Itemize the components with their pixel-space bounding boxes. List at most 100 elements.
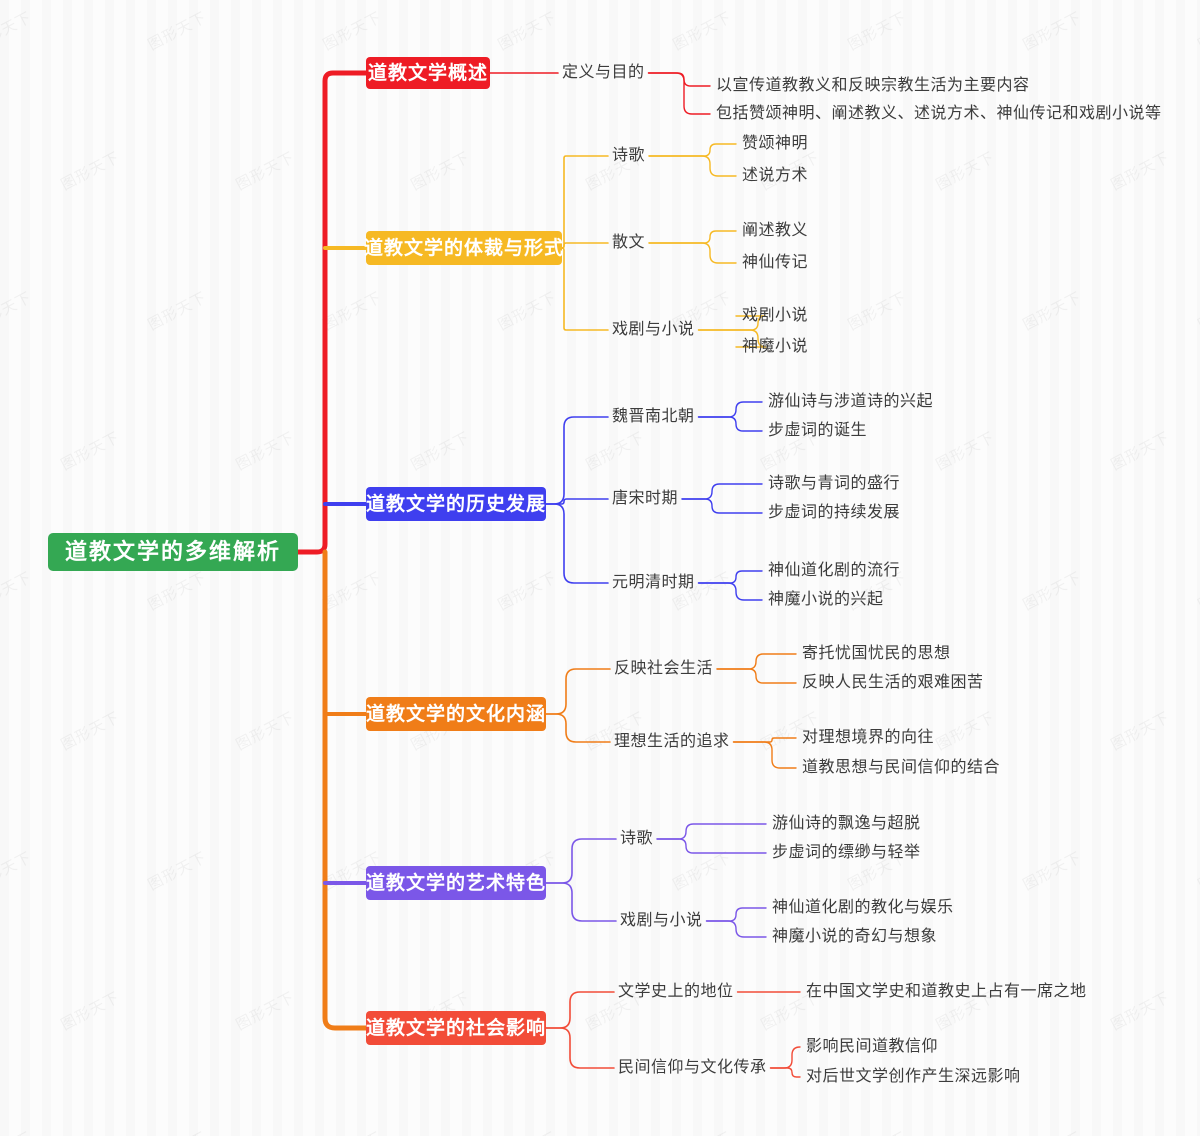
detail-node[interactable]: 神魔小说的奇幻与想象 xyxy=(772,928,938,945)
watermark-text: 图形天下 xyxy=(0,846,35,895)
detail-node[interactable]: 在中国文学史和道教史上占有一席之地 xyxy=(806,983,1087,1000)
detail-node[interactable]: 神仙道化剧的教化与娱乐 xyxy=(772,899,954,916)
connector-line xyxy=(681,498,763,514)
connector-line xyxy=(295,70,369,555)
connector-line xyxy=(561,155,609,249)
watermark-text: 图形天下 xyxy=(407,426,473,475)
watermark-text: 图形天下 xyxy=(144,1126,210,1136)
branch-node-3[interactable]: 道教文学的历史发展 xyxy=(366,487,546,521)
branch-node-1[interactable]: 道教文学概述 xyxy=(366,57,490,89)
connector-line xyxy=(545,503,609,584)
subtopic-node[interactable]: 诗歌 xyxy=(612,147,646,164)
subtopic-node[interactable]: 定义与目的 xyxy=(562,64,645,81)
subtopic-node[interactable]: 元明清时期 xyxy=(612,574,695,591)
watermark-text: 图形天下 xyxy=(494,6,560,55)
watermark-text: 图形天下 xyxy=(319,566,385,615)
connector-line xyxy=(545,1027,615,1069)
watermark-text: 图形天下 xyxy=(1194,6,1200,55)
watermark-text: 图形天下 xyxy=(232,146,298,195)
subtopic-node[interactable]: 戏剧与小说 xyxy=(612,321,695,338)
watermark-text: 图形天下 xyxy=(319,1126,385,1136)
branch-node-4[interactable]: 道教文学的文化内涵 xyxy=(366,697,546,731)
connector-line xyxy=(545,498,609,505)
detail-node[interactable]: 述说方术 xyxy=(742,167,809,184)
detail-node[interactable]: 包括赞颂神明、阐述教义、述说方术、神仙传记和戏剧小说等 xyxy=(716,105,1162,122)
subtopic-node[interactable]: 理想生活的追求 xyxy=(614,733,730,750)
subtopic-node[interactable]: 魏晋南北朝 xyxy=(612,408,695,425)
subtopic-node[interactable]: 诗歌 xyxy=(620,830,654,847)
watermark-text: 图形天下 xyxy=(494,286,560,335)
detail-node[interactable]: 步虚词的持续发展 xyxy=(768,504,901,521)
connector-line xyxy=(561,247,609,331)
watermark-text: 图形天下 xyxy=(1019,1126,1085,1136)
connector-line xyxy=(705,907,767,922)
detail-node[interactable]: 阐述教义 xyxy=(742,222,809,239)
connector-line xyxy=(545,713,611,743)
watermark-text: 图形天下 xyxy=(0,1126,35,1136)
detail-node[interactable]: 诗歌与青词的盛行 xyxy=(768,475,901,492)
detail-node[interactable]: 游仙诗与涉道诗的兴起 xyxy=(768,393,934,410)
detail-node[interactable]: 步虚词的缥缈与轻举 xyxy=(772,844,921,861)
connector-line xyxy=(697,401,763,418)
connector-line xyxy=(697,416,763,432)
connector-line xyxy=(656,823,767,840)
subtopic-node[interactable]: 反映社会生活 xyxy=(614,660,714,677)
subtopic-node[interactable]: 唐宋时期 xyxy=(612,490,679,507)
watermark-text: 图形天下 xyxy=(319,6,385,55)
watermark-text: 图形天下 xyxy=(1107,146,1173,195)
watermark-text: 图形天下 xyxy=(57,146,123,195)
detail-node[interactable]: 神魔小说的兴起 xyxy=(768,591,884,608)
branch-node-2[interactable]: 道教文学的体裁与形式 xyxy=(364,231,563,265)
detail-node[interactable]: 神魔小说 xyxy=(742,338,809,355)
watermark-text: 图形天下 xyxy=(932,706,998,755)
watermark-text: 图形天下 xyxy=(1194,1126,1200,1136)
subtopic-node[interactable]: 散文 xyxy=(612,234,646,251)
watermark-text: 图形天下 xyxy=(144,286,210,335)
subtopic-node[interactable]: 文学史上的地位 xyxy=(618,983,734,1000)
watermark-text: 图形天下 xyxy=(669,1126,735,1136)
watermark-text: 图形天下 xyxy=(319,286,385,335)
detail-node[interactable]: 神仙传记 xyxy=(742,254,809,271)
watermark-text: 图形天下 xyxy=(1194,286,1200,335)
detail-node[interactable]: 道教思想与民间信仰的结合 xyxy=(802,759,1001,776)
branch-node-6[interactable]: 道教文学的社会影响 xyxy=(366,1011,546,1045)
watermark-text: 图形天下 xyxy=(1019,286,1085,335)
watermark-text: 图形天下 xyxy=(582,426,648,475)
detail-node[interactable]: 步虚词的诞生 xyxy=(768,422,868,439)
watermark-text: 图形天下 xyxy=(1019,846,1085,895)
detail-node[interactable]: 对后世文学创作产生深远影响 xyxy=(806,1068,1021,1085)
watermark-text: 图形天下 xyxy=(844,286,910,335)
subtopic-node[interactable]: 戏剧与小说 xyxy=(620,912,703,929)
connector-line xyxy=(545,838,617,884)
detail-node[interactable]: 神仙道化剧的流行 xyxy=(768,562,901,579)
branch-node-5[interactable]: 道教文学的艺术特色 xyxy=(366,866,546,900)
detail-node[interactable]: 寄托忧国忧民的思想 xyxy=(802,645,951,662)
detail-node[interactable]: 影响民间道教信仰 xyxy=(806,1038,939,1055)
watermark-text: 图形天下 xyxy=(144,6,210,55)
detail-node[interactable]: 戏剧小说 xyxy=(742,307,809,324)
detail-node[interactable]: 以宣传道教教义和反映宗教生活为主要内容 xyxy=(716,77,1030,94)
watermark-text: 图形天下 xyxy=(232,986,298,1035)
detail-node[interactable]: 游仙诗的飘逸与超脱 xyxy=(772,815,921,832)
connector-line xyxy=(648,143,737,157)
watermark-text: 图形天下 xyxy=(844,6,910,55)
watermark-text: 图形天下 xyxy=(1194,846,1200,895)
detail-node[interactable]: 对理想境界的向往 xyxy=(802,729,935,746)
watermark-text: 图形天下 xyxy=(1019,566,1085,615)
connector-line xyxy=(648,230,737,244)
connector-line xyxy=(681,483,763,500)
root-node[interactable]: 道教文学的多维解析 xyxy=(48,533,298,571)
watermark-text: 图形天下 xyxy=(844,1126,910,1136)
subtopic-node[interactable]: 民间信仰与文化传承 xyxy=(618,1059,767,1076)
detail-node[interactable]: 反映人民生活的艰难困苦 xyxy=(802,674,984,691)
watermark-text: 图形天下 xyxy=(932,426,998,475)
watermark-text: 图形天下 xyxy=(669,6,735,55)
watermark-text: 图形天下 xyxy=(0,6,35,55)
detail-node[interactable]: 赞颂神明 xyxy=(742,135,809,152)
connector-line xyxy=(545,991,615,1029)
connector-line xyxy=(769,1067,801,1078)
connector-line xyxy=(322,549,369,1031)
connector-line xyxy=(732,741,797,769)
connector-line xyxy=(545,416,609,505)
watermark-text: 图形天下 xyxy=(407,146,473,195)
